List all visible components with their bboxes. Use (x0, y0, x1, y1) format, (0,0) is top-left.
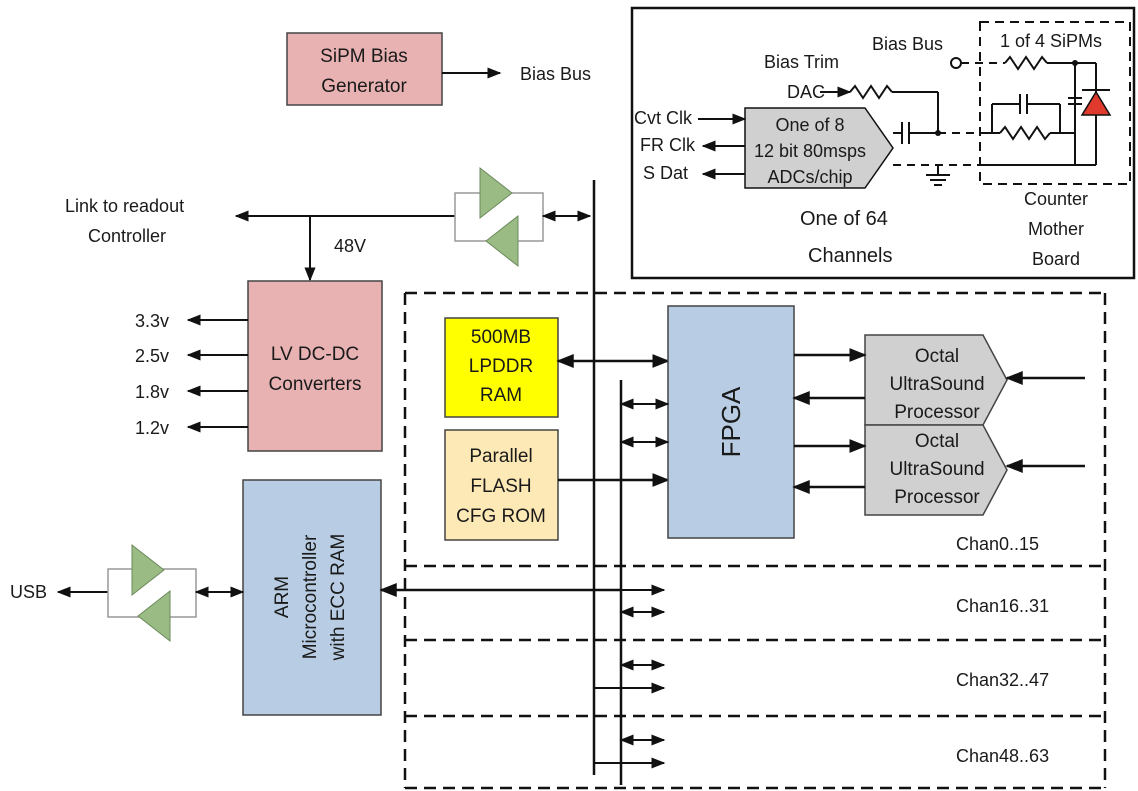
sipm-label: 1 of 4 SiPMs (1000, 31, 1102, 51)
buffer-down-icon (485, 214, 519, 268)
flash-line2: FLASH (470, 476, 531, 497)
v-out-0: 3.3v (135, 311, 169, 331)
inset-channel-detail: Bias Bus 1 of 4 SiPMs Bias Trim DAC One … (630, 6, 1136, 280)
v-out-3: 1.2v (135, 418, 169, 438)
arm-box (242, 479, 382, 716)
channel-region (403, 291, 1107, 790)
cvt-clk-label: Cvt Clk (634, 108, 693, 128)
usp0-line3: Processor (894, 402, 980, 423)
inset-bias-bus-label: Bias Bus (872, 34, 943, 54)
chan-label-0: Chan0..15 (956, 534, 1039, 554)
cmb-line2: Mother (1028, 219, 1084, 239)
flash-rom-box (444, 429, 559, 541)
link-buffer-pair (454, 166, 544, 268)
trim-resistor (849, 84, 893, 100)
lvdc-line1: LV DC-DC (271, 344, 359, 365)
lpddr-ram-box (444, 317, 559, 418)
s-dat-label: S Dat (643, 163, 688, 183)
chan-label-1: Chan16..31 (956, 596, 1049, 616)
usp-shape-1 (864, 424, 1008, 516)
link-line2: Controller (88, 226, 166, 246)
ram-line3: RAM (480, 385, 522, 406)
cmb-line1: Counter (1024, 189, 1088, 209)
voltage-48v: 48V (334, 236, 366, 256)
dac-label: DAC (787, 82, 825, 102)
usp1-line2: UltraSound (889, 459, 984, 480)
adc-line3: ADCs/chip (767, 167, 852, 187)
arm-line3: with ECC RAM (328, 534, 349, 662)
buffer-up-icon (479, 166, 513, 220)
buffer-up-icon (131, 543, 165, 597)
sipm-diode-icon (1080, 90, 1112, 116)
sipm-bias-generator-box (286, 32, 443, 106)
v-out-1: 2.5v (135, 346, 169, 366)
adc-line1: One of 8 (775, 115, 844, 135)
inset-frame (630, 6, 1136, 280)
sipm-resistor (1004, 55, 1048, 71)
channel-line1: One of 64 (800, 208, 888, 230)
usp1-line3: Processor (894, 487, 980, 508)
chan-label-3: Chan48..63 (956, 746, 1049, 766)
fr-clk-label: FR Clk (640, 135, 696, 155)
rc-resistor (999, 125, 1051, 141)
cmb-line3: Board (1032, 249, 1080, 269)
chan-label-2: Chan32..47 (956, 670, 1049, 690)
ram-line1: 500MB (471, 327, 531, 348)
usp0-line2: UltraSound (889, 374, 984, 395)
bias-gen-line1: SiPM Bias (320, 46, 408, 67)
ram-line2: LPDDR (469, 356, 533, 377)
flash-line1: Parallel (469, 446, 532, 467)
bias-trim-label: Bias Trim (764, 52, 839, 72)
usp1-line1: Octal (915, 431, 959, 452)
adc-line2: 12 bit 80msps (754, 141, 866, 161)
fpga-box (667, 305, 795, 539)
lvdc-line2: Converters (269, 374, 362, 395)
usb-label: USB (10, 582, 47, 602)
bias-bus-node (950, 57, 962, 69)
fpga-label: FPGA (716, 386, 746, 457)
v-out-2: 1.8v (135, 382, 169, 402)
link-line1: Link to readout (65, 196, 184, 216)
usp-shape-0 (864, 334, 1008, 426)
usp0-line1: Octal (915, 346, 959, 367)
arm-line2: Microcontroller (300, 534, 321, 659)
flash-line3: CFG ROM (456, 506, 546, 527)
arm-line1: ARM (272, 576, 293, 618)
channel-line2: Channels (808, 245, 893, 267)
bias-gen-line2: Generator (321, 76, 407, 97)
lv-dcdc-box (247, 280, 383, 452)
buffer-down-icon (137, 589, 171, 643)
usb-buffer-pair (107, 543, 197, 643)
counter-mother-board-frame (979, 21, 1131, 185)
bias-bus-label: Bias Bus (520, 64, 591, 84)
